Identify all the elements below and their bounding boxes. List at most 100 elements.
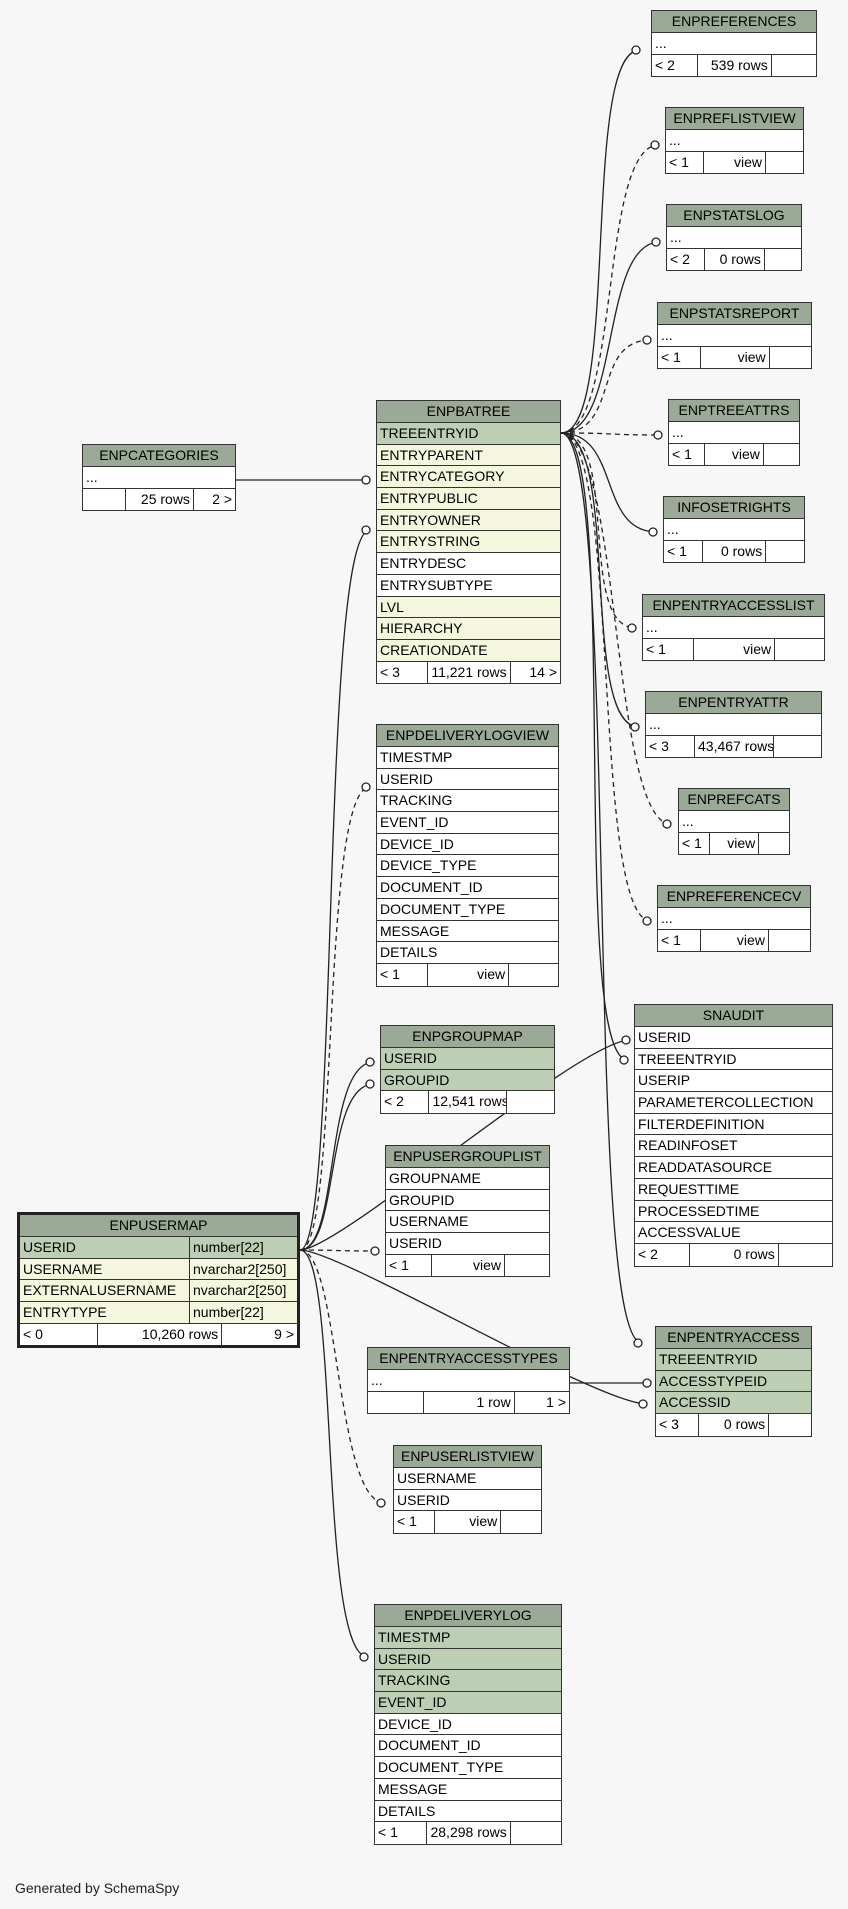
relationship-endpoint bbox=[651, 237, 661, 247]
table-enpdeliverylogview[interactable]: ENPDELIVERYLOGVIEW TIMESTMP USERID TRACK… bbox=[376, 724, 559, 987]
relationship-endpoint bbox=[361, 782, 371, 792]
table-column: USERID bbox=[375, 1648, 561, 1671]
table-snaudit[interactable]: SNAUDIT USERID TREEENTRYID USERIP PARAME… bbox=[634, 1004, 833, 1267]
table-title: ENPUSERLISTVIEW bbox=[394, 1446, 541, 1468]
relationship-endpoint bbox=[376, 1498, 386, 1508]
relationship-endpoint bbox=[642, 335, 652, 345]
table-column: TIMESTMP bbox=[375, 1627, 561, 1649]
table-column: CREATIONDATE bbox=[377, 639, 560, 662]
table-column: USERID bbox=[635, 1027, 832, 1049]
relationship-line bbox=[299, 529, 371, 1251]
relationship-line bbox=[560, 432, 629, 1061]
table-column: ENTRYCATEGORY bbox=[377, 466, 560, 489]
table-column: ... bbox=[658, 325, 811, 347]
table-column: GROUPID bbox=[381, 1069, 554, 1092]
table-column: ENTRYSTRING bbox=[377, 531, 560, 554]
table-column: DOCUMENT_TYPE bbox=[377, 898, 558, 921]
relationship-line bbox=[299, 1249, 380, 1252]
table-title: ENPENTRYACCESSTYPES bbox=[368, 1348, 569, 1370]
table-enpdeliverylog[interactable]: ENPDELIVERYLOG TIMESTMP USERID TRACKING … bbox=[374, 1604, 562, 1845]
table-title: ENPENTRYACCESS bbox=[656, 1327, 811, 1349]
table-column: PROCESSEDTIME bbox=[635, 1200, 832, 1223]
table-title: ENPDELIVERYLOGVIEW bbox=[377, 725, 558, 747]
table-column: HIERARCHY bbox=[377, 618, 560, 640]
table-title: ENPENTRYATTR bbox=[646, 692, 821, 714]
relationship-endpoint bbox=[630, 722, 640, 732]
table-title: ENPUSERMAP bbox=[20, 1215, 297, 1237]
table-title: ENPBATREE bbox=[377, 401, 560, 423]
relationship-endpoint bbox=[621, 1035, 631, 1045]
table-column: ... bbox=[666, 130, 803, 152]
table-column: ACCESSVALUE bbox=[635, 1222, 832, 1244]
table-column: ACCESSID bbox=[656, 1392, 811, 1415]
table-column: ... bbox=[643, 617, 824, 639]
relationship-endpoint bbox=[638, 1399, 648, 1409]
relationship-line bbox=[560, 432, 672, 825]
relationship-endpoint bbox=[370, 1246, 380, 1256]
table-title: ENPGROUPMAP bbox=[381, 1026, 554, 1048]
table-column: DOCUMENT_ID bbox=[377, 877, 558, 899]
table-enpusergrouplist[interactable]: ENPUSERGROUPLIST GROUPNAME GROUPID USERN… bbox=[385, 1145, 550, 1278]
table-title: ENPREFERENCECV bbox=[658, 886, 810, 908]
table-column: ENTRYSUBTYPE bbox=[377, 574, 560, 597]
relationship-endpoint bbox=[648, 527, 658, 537]
table-enpbatree[interactable]: ENPBATREE TREEENTRYID ENTRYPARENT ENTRYC… bbox=[376, 400, 561, 685]
table-column: READINFOSET bbox=[635, 1135, 832, 1158]
relationship-endpoint bbox=[662, 819, 672, 829]
table-column: DETAILS bbox=[377, 942, 558, 964]
relationship-line bbox=[560, 144, 660, 434]
table-title: ENPCATEGORIES bbox=[83, 445, 235, 467]
table-title: ENPDELIVERYLOG bbox=[375, 1605, 561, 1627]
table-title: ENPSTATSREPORT bbox=[658, 303, 811, 325]
relationship-line bbox=[299, 786, 371, 1251]
table-column: USERID bbox=[394, 1489, 541, 1512]
relationship-endpoint bbox=[627, 623, 637, 633]
relationship-endpoint bbox=[642, 1378, 652, 1388]
table-column: USERID bbox=[381, 1048, 554, 1070]
table-column: REQUESTTIME bbox=[635, 1178, 832, 1201]
relationship-endpoint bbox=[361, 475, 371, 485]
table-column: TRACKING bbox=[377, 790, 558, 813]
relationship-endpoint bbox=[633, 1338, 643, 1348]
table-column: ... bbox=[664, 519, 804, 541]
table-enpentryaccess[interactable]: ENPENTRYACCESS TREEENTRYID ACCESSTYPEID … bbox=[655, 1326, 812, 1437]
relationship-line bbox=[299, 1061, 375, 1251]
table-column: ... bbox=[658, 908, 810, 930]
table-column: ... bbox=[667, 227, 801, 249]
relationship-endpoint bbox=[365, 1079, 375, 1089]
table-column: TRACKING bbox=[375, 1670, 561, 1693]
relationship-line bbox=[299, 1249, 648, 1405]
relationship-line bbox=[299, 1249, 369, 1658]
table-column: USERNAME bbox=[394, 1468, 541, 1490]
table-column: DOCUMENT_TYPE bbox=[375, 1757, 561, 1779]
table-column: FILTERDEFINITION bbox=[635, 1113, 832, 1136]
